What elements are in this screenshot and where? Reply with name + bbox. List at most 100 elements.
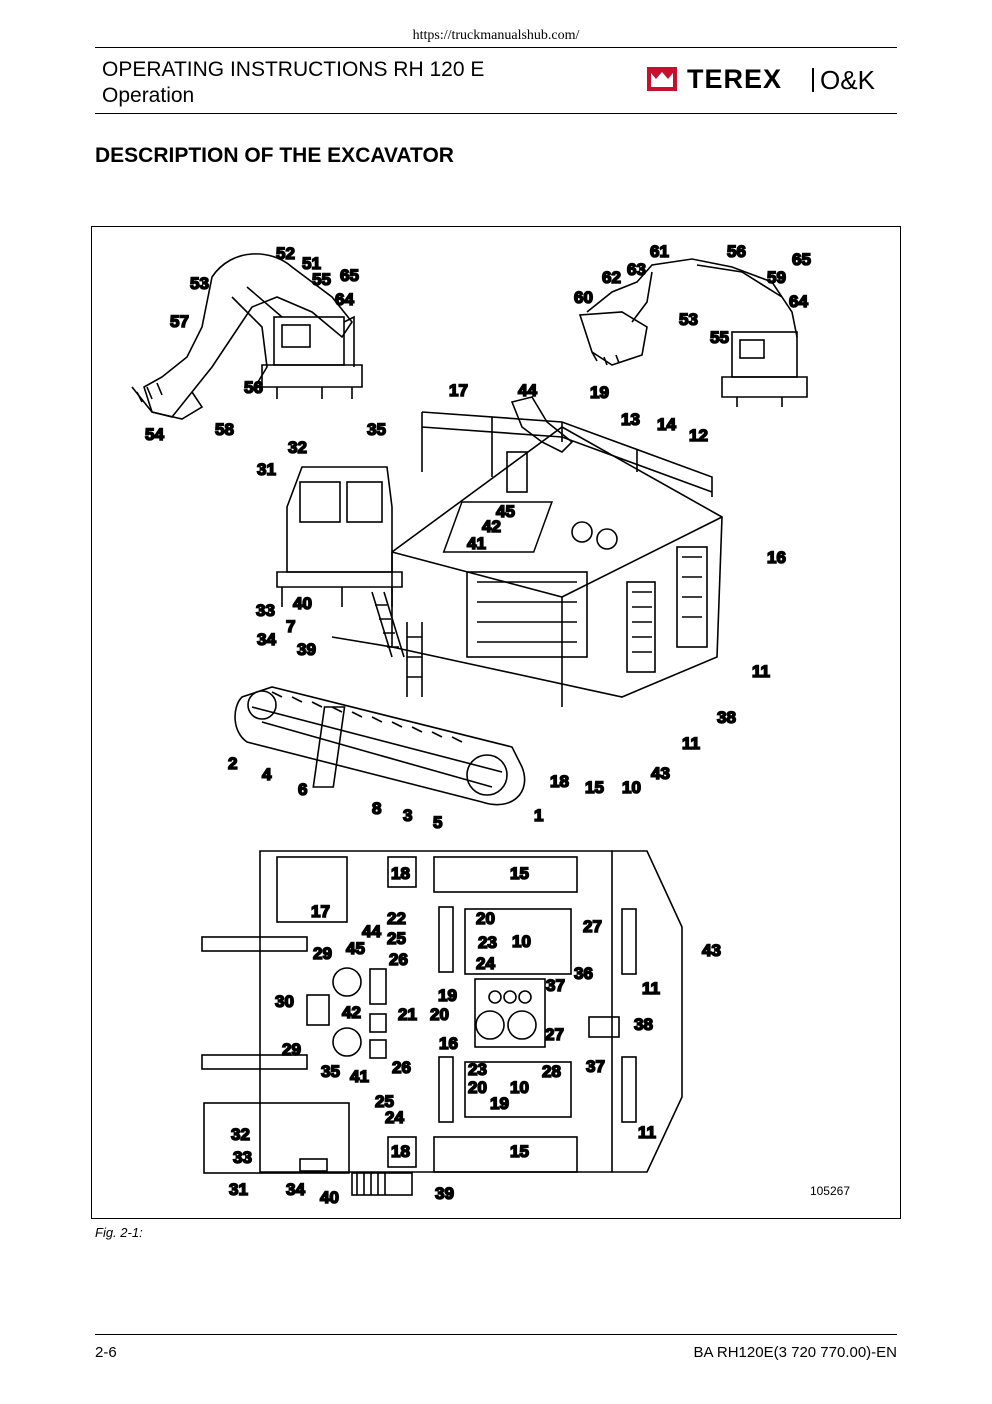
- callout-label: 6: [298, 780, 307, 799]
- callout-label: 41: [350, 1067, 369, 1086]
- callout-label: 16: [767, 548, 786, 567]
- callout-label: 21: [398, 1005, 417, 1024]
- main-callouts: 17 44 19 13 14 12 35 32 31 45 42 41 16 4…: [227, 380, 787, 833]
- callout-label: 55: [710, 328, 729, 347]
- callout-label: 20: [430, 1005, 449, 1024]
- callout-label: 11: [638, 1123, 656, 1142]
- callout-label: 37: [546, 976, 565, 995]
- callout-label: 5: [433, 813, 442, 832]
- callout-label: 24: [476, 954, 495, 973]
- callout-label: 31: [257, 460, 276, 479]
- callout-label: 33: [256, 601, 275, 620]
- callout-label: 40: [293, 594, 312, 613]
- callout-label: 18: [391, 1142, 410, 1161]
- callout-label: 10: [512, 932, 531, 951]
- callout-label: 42: [482, 517, 501, 536]
- excavator-figure: 52 51 53 55 65 64 57 56 54 58 61 56 65 6…: [91, 226, 901, 1219]
- callout-label: 4: [262, 765, 272, 784]
- callout-label: 65: [792, 250, 811, 269]
- callout-label: 51: [302, 254, 321, 273]
- callout-label: 43: [702, 941, 721, 960]
- callout-label: 13: [621, 410, 640, 429]
- callout-label: 55: [312, 270, 331, 289]
- callout-label: 19: [490, 1094, 509, 1113]
- logo-separator: [812, 68, 814, 92]
- source-url[interactable]: https://truckmanualshub.com/: [412, 28, 580, 43]
- callout-label: 18: [391, 864, 410, 883]
- callout-label: 18: [550, 772, 569, 791]
- callout-label: 65: [340, 266, 359, 285]
- callout-label: 15: [510, 864, 529, 883]
- callout-label: 35: [321, 1062, 340, 1081]
- callout-label: 35: [367, 420, 386, 439]
- excavator-main-drawing: [234, 396, 723, 806]
- callout-label: 19: [590, 383, 609, 402]
- callout-label: 20: [468, 1078, 487, 1097]
- callout-label: 45: [496, 502, 515, 521]
- figure-id-number: 105267: [809, 1184, 850, 1198]
- callout-label: 1: [534, 806, 543, 825]
- callout-label: 37: [586, 1057, 605, 1076]
- header-top-rule: [95, 47, 897, 48]
- callout-label: 44: [518, 381, 537, 400]
- terex-emblem-icon: [647, 67, 677, 91]
- callout-label: 40: [320, 1188, 339, 1207]
- callout-label: 42: [342, 1003, 361, 1022]
- callout-label: 33: [233, 1148, 252, 1167]
- document-title-line1: OPERATING INSTRUCTIONS RH 120 E: [102, 58, 485, 81]
- callout-label: 17: [311, 902, 330, 921]
- callout-label: 14: [657, 415, 676, 434]
- callout-label: 32: [231, 1125, 250, 1144]
- terex-ok-logo: TEREX O&K: [647, 64, 897, 95]
- header-bottom-rule: [95, 113, 897, 114]
- callout-label: 22: [387, 909, 406, 928]
- callout-label: 27: [583, 917, 602, 936]
- callout-label: 20: [476, 909, 495, 928]
- callout-label: 45: [346, 939, 365, 958]
- callout-label: 59: [767, 268, 786, 287]
- callout-label: 34: [286, 1180, 305, 1199]
- callout-label: 58: [215, 420, 234, 439]
- callout-label: 11: [642, 979, 660, 998]
- callout-label: 39: [297, 640, 316, 659]
- callout-label: 64: [335, 290, 354, 309]
- callout-label: 27: [545, 1025, 564, 1044]
- footer-rule: [95, 1334, 897, 1335]
- document-title-line2: Operation: [102, 84, 195, 107]
- plan-view-drawing: [201, 850, 683, 1196]
- callout-label: 25: [387, 929, 406, 948]
- callout-label: 39: [435, 1184, 454, 1203]
- callout-label: 16: [439, 1034, 458, 1053]
- callout-label: 7: [286, 617, 295, 636]
- callout-label: 63: [627, 260, 646, 279]
- callout-label: 10: [622, 778, 641, 797]
- callout-label: 8: [372, 799, 381, 818]
- callout-label: 32: [288, 438, 307, 457]
- front-shovel-drawing: [131, 253, 363, 420]
- section-title: DESCRIPTION OF THE EXCAVATOR: [95, 144, 454, 167]
- plan-callouts: 18 15 17 22 20 44 25 23 10 27 26 24 45 2…: [228, 863, 722, 1208]
- callout-label: 56: [244, 378, 263, 397]
- callout-label: 11: [752, 662, 770, 681]
- callout-label: 54: [145, 425, 164, 444]
- callout-label: 62: [602, 268, 621, 287]
- callout-label: 15: [585, 778, 604, 797]
- callout-label: 15: [510, 1142, 529, 1161]
- callout-label: 43: [651, 764, 670, 783]
- logo-brand: TEREX: [687, 64, 783, 94]
- callout-label: 64: [789, 292, 808, 311]
- callout-label: 38: [634, 1015, 653, 1034]
- callout-label: 34: [257, 630, 276, 649]
- callout-label: 24: [385, 1108, 404, 1127]
- callout-label: 17: [449, 381, 468, 400]
- front-shovel-callouts: 52 51 53 55 65 64 57 56 54 58: [144, 243, 360, 445]
- callout-label: 31: [229, 1180, 248, 1199]
- page-number: 2-6: [95, 1344, 117, 1361]
- document-title: OPERATING INSTRUCTIONS RH 120 E Operatio…: [102, 57, 484, 109]
- callout-label: 41: [467, 534, 486, 553]
- callout-label: 29: [282, 1040, 301, 1059]
- backhoe-callouts: 61 56 65 62 63 59 60 64 53 55: [573, 241, 812, 348]
- callout-label: 44: [362, 922, 381, 941]
- figure-caption: Fig. 2-1:: [95, 1225, 143, 1240]
- callout-label: 53: [190, 274, 209, 293]
